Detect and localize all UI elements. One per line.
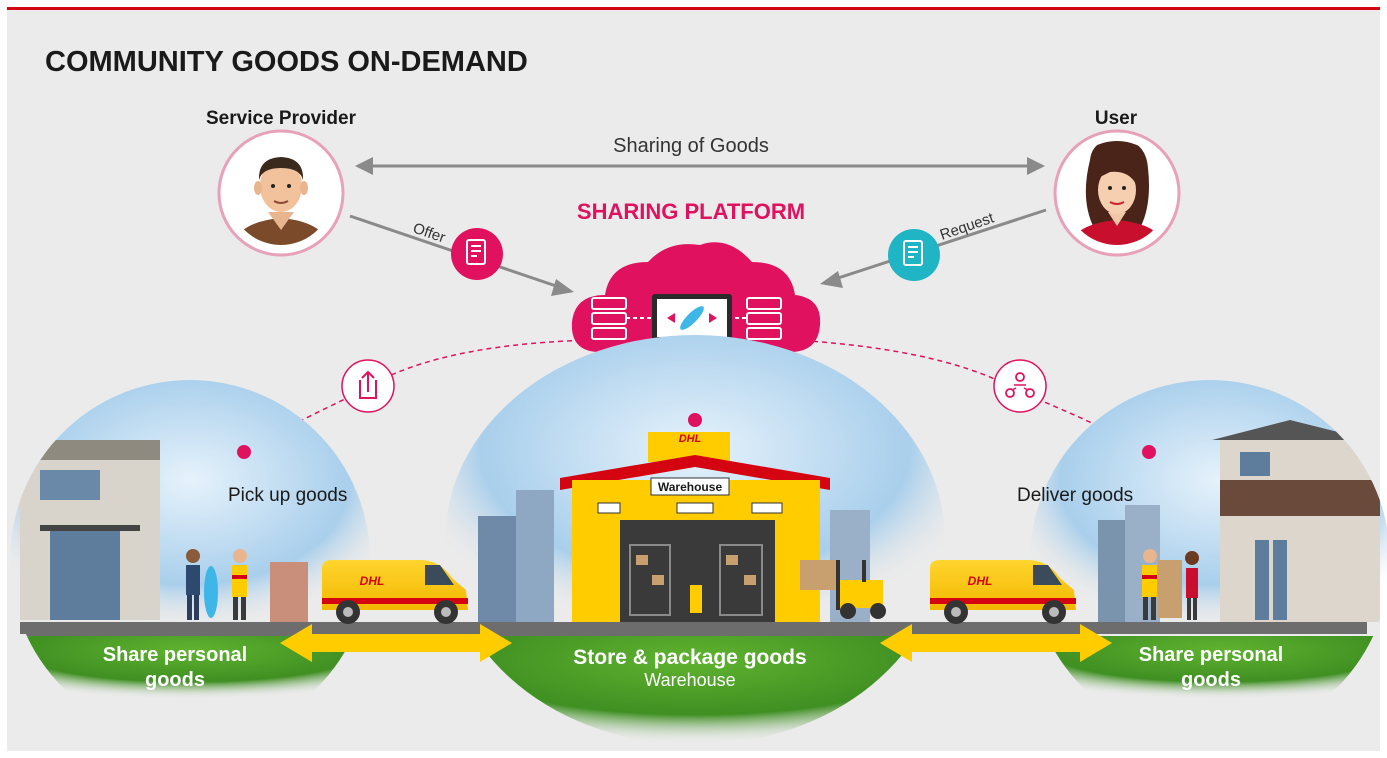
share-upload-icon (341, 359, 395, 413)
platform-label: SHARING PLATFORM (577, 199, 805, 224)
center-zone-subtitle: Warehouse (644, 670, 735, 690)
left-zone-title: Share personal (103, 644, 248, 666)
sharing-of-goods-arrow (355, 157, 1045, 175)
warehouse-building (560, 432, 830, 622)
center-node-dot (688, 413, 702, 427)
top-accent-line (7, 7, 1380, 10)
platform-cloud (571, 242, 821, 352)
user-avatar (1053, 129, 1181, 257)
request-arrow (820, 208, 1047, 288)
warehouse-sign: Warehouse (658, 480, 723, 494)
road (20, 622, 1367, 634)
right-zone-title: Share personal (1139, 644, 1284, 666)
deliver-label: Deliver goods (1017, 485, 1133, 506)
left-van (322, 560, 468, 624)
request-document-icon (888, 229, 940, 281)
page-title: COMMUNITY GOODS ON-DEMAND (45, 46, 528, 78)
service-provider-avatar (217, 129, 345, 257)
left-node-dot (237, 445, 251, 459)
user-label: User (1095, 108, 1138, 129)
right-transfer-arrow (880, 624, 1112, 662)
right-van (930, 560, 1076, 624)
forklift (800, 560, 886, 619)
right-van-dhl-logo: DHL (968, 574, 993, 588)
right-node-dot (1142, 445, 1156, 459)
community-users-icon (993, 359, 1047, 413)
service-provider-label: Service Provider (206, 108, 357, 129)
right-zone-subtitle: goods (1181, 669, 1241, 691)
center-zone-title: Store & package goods (573, 646, 806, 669)
pickup-label: Pick up goods (228, 485, 347, 506)
left-transfer-arrow (280, 624, 512, 662)
delivery-people (1142, 549, 1199, 620)
left-zone-subtitle: goods (145, 669, 205, 691)
pickup-people (186, 549, 247, 620)
warehouse-dhl-logo: DHL (679, 433, 702, 445)
offer-document-icon (451, 228, 503, 280)
sharing-of-goods-label: Sharing of Goods (613, 135, 769, 157)
left-van-dhl-logo: DHL (360, 574, 385, 588)
